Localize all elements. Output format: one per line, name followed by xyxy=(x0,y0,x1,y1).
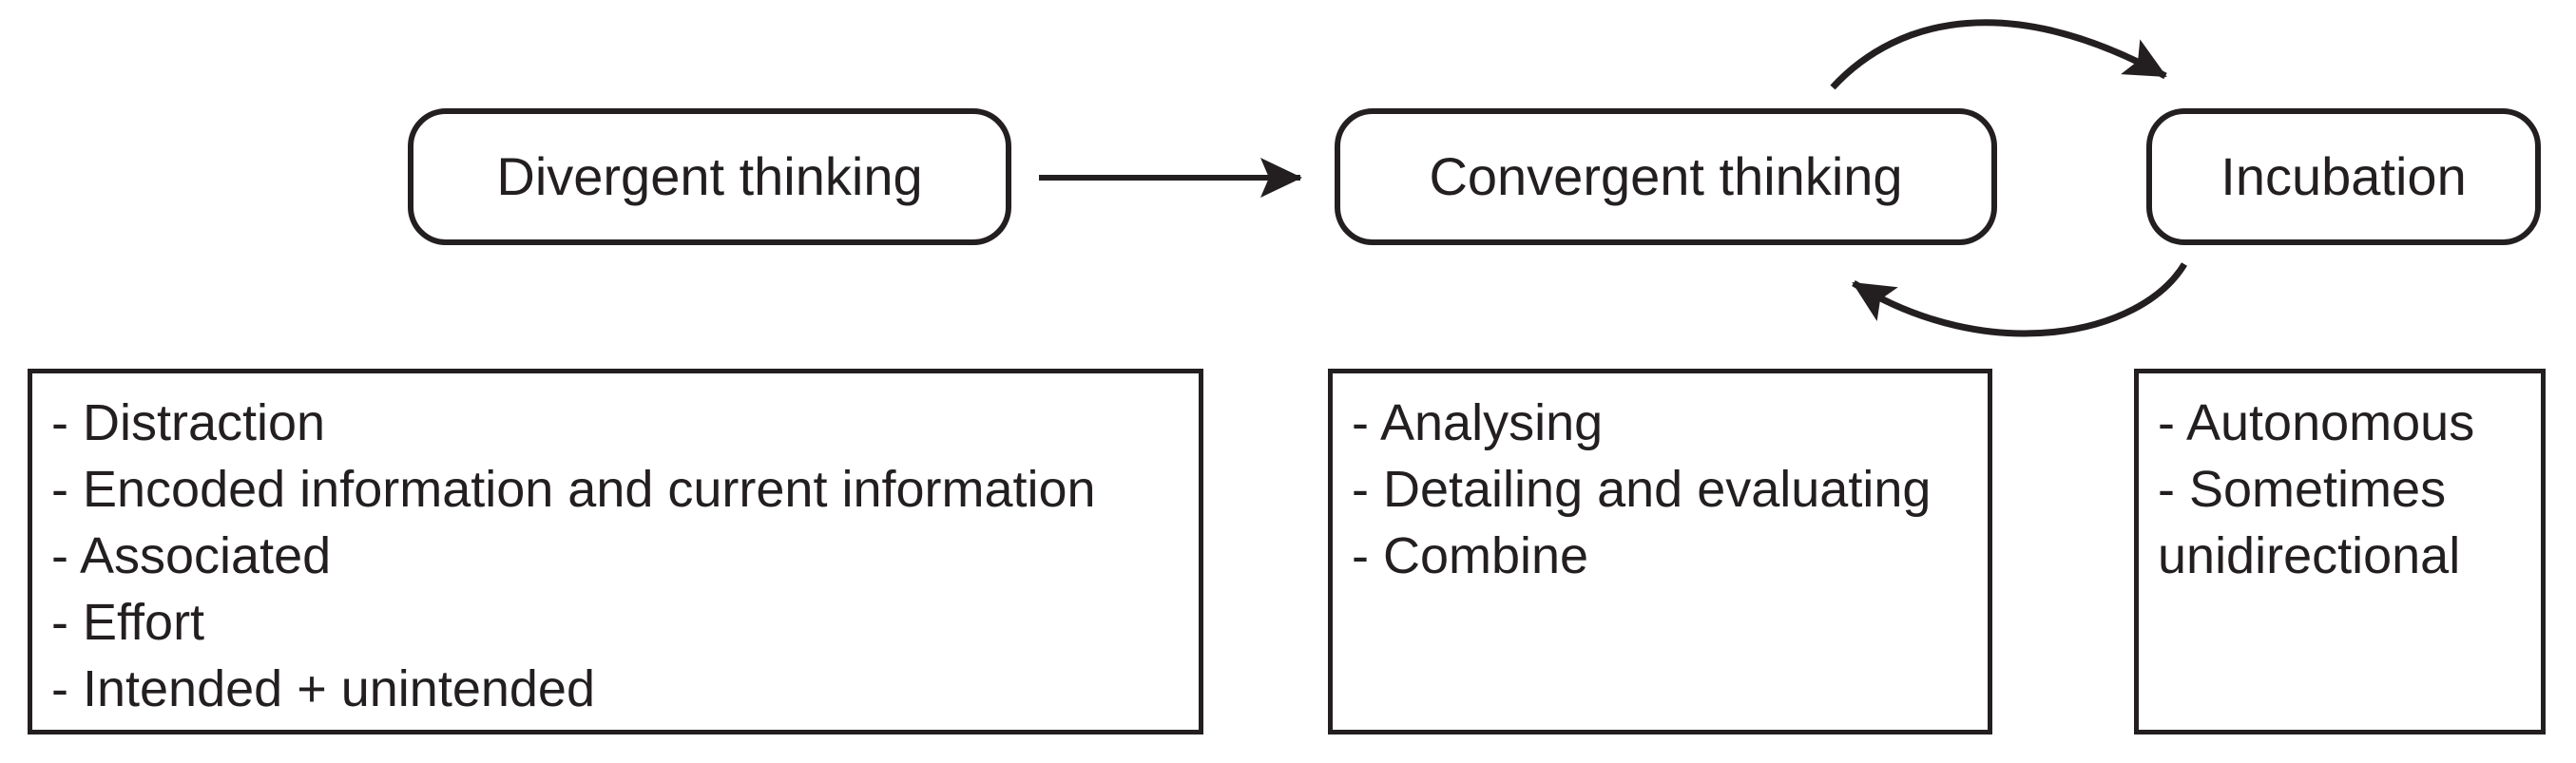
detail-list-incubation: - Autonomous - Sometimes unidirectional xyxy=(2139,373,2541,589)
list-item: - Encoded information and current inform… xyxy=(51,461,1096,518)
arrow-incubation-to-convergent xyxy=(1852,262,2187,337)
node-incubation: Incubation xyxy=(2146,108,2541,245)
detail-box-incubation: - Autonomous - Sometimes unidirectional xyxy=(2134,369,2546,734)
list-item: - Autonomous xyxy=(2158,394,2475,451)
detail-list-divergent: - Distraction - Encoded information and … xyxy=(32,373,1199,722)
node-divergent-thinking-label: Divergent thinking xyxy=(496,146,923,206)
list-item: - Distraction xyxy=(51,394,326,451)
node-incubation-label: Incubation xyxy=(2220,146,2467,206)
list-item: - Sometimes unidirectional xyxy=(2158,461,2461,584)
list-item: - Detailing and evaluating xyxy=(1352,461,1932,518)
list-item: - Intended + unintended xyxy=(51,660,595,717)
list-item: - Analysing xyxy=(1352,394,1604,451)
list-item: - Combine xyxy=(1352,527,1589,584)
node-convergent-thinking-label: Convergent thinking xyxy=(1429,146,1903,206)
detail-list-convergent: - Analysing - Detailing and evaluating -… xyxy=(1333,373,1988,589)
list-item: - Effort xyxy=(51,594,205,651)
arrow-convergent-to-incubation xyxy=(1830,19,2167,90)
detail-box-divergent: - Distraction - Encoded information and … xyxy=(28,369,1203,734)
node-convergent-thinking: Convergent thinking xyxy=(1335,108,1997,245)
detail-box-convergent: - Analysing - Detailing and evaluating -… xyxy=(1328,369,1992,734)
list-item: - Associated xyxy=(51,527,332,584)
node-divergent-thinking: Divergent thinking xyxy=(408,108,1011,245)
